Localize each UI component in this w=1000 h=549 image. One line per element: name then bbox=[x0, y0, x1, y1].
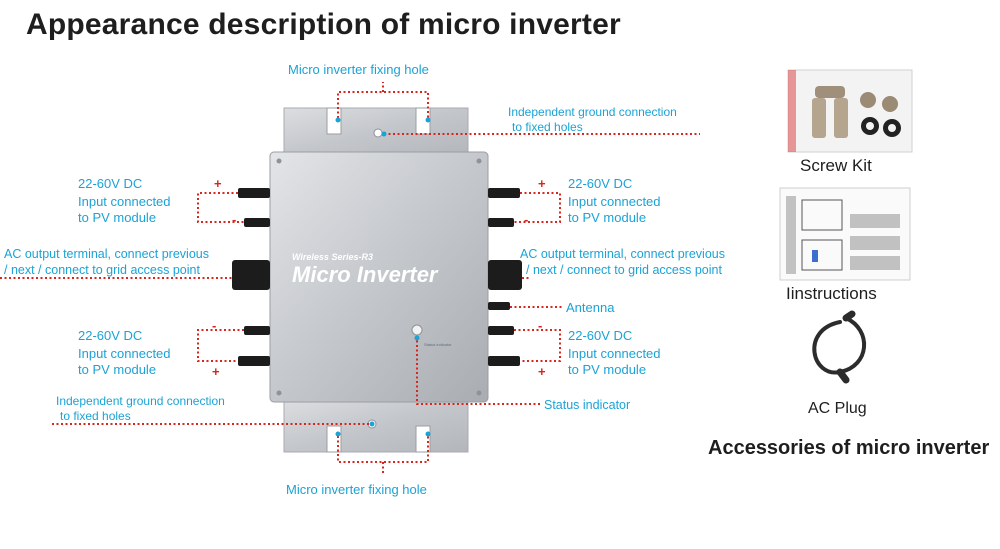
label-dc-tl-3: to PV module bbox=[78, 210, 157, 225]
label-dc-bl-1: 22-60V DC bbox=[78, 328, 143, 343]
label-dc-tl-2: Input connected bbox=[78, 194, 171, 209]
instructions-image bbox=[779, 187, 911, 281]
page-title: Appearance description of micro inverter bbox=[26, 8, 621, 41]
label-ground-bottom-2: to fixed holes bbox=[60, 409, 131, 423]
accessories-heading: Accessories of micro inverter bbox=[708, 437, 990, 459]
sign-plus-br: + bbox=[538, 364, 546, 379]
label-ac-left-2: / next / connect to grid access point bbox=[4, 263, 200, 277]
connectors-right bbox=[488, 188, 522, 366]
label-dc-tr-2: Input connected bbox=[568, 194, 661, 209]
fixing-slot-br bbox=[415, 425, 431, 453]
label-dc-tl-1: 22-60V DC bbox=[78, 176, 143, 191]
label-dc-br-3: to PV module bbox=[568, 362, 647, 377]
device-name: Micro Inverter bbox=[292, 262, 438, 287]
label-ground-bottom-1: Independent ground connection bbox=[56, 394, 225, 408]
sign-minus-tr: - bbox=[524, 212, 529, 227]
sign-minus-tl: - bbox=[232, 212, 237, 227]
fixing-slot-tl bbox=[326, 107, 342, 135]
device-series: Wireless Series-R3 bbox=[292, 252, 373, 262]
label-dc-bl-3: to PV module bbox=[78, 362, 157, 377]
accessory-instructions-label: Iinstructions bbox=[786, 284, 877, 303]
leader-lines bbox=[0, 82, 700, 474]
label-dc-tr-3: to PV module bbox=[568, 210, 647, 225]
ground-hole-top bbox=[373, 128, 383, 138]
label-ground-top-2: to fixed holes bbox=[512, 120, 583, 134]
label-dc-br-1: 22-60V DC bbox=[568, 328, 633, 343]
status-led bbox=[411, 324, 423, 336]
screw-kit-image bbox=[787, 69, 913, 153]
label-ac-right-1: AC output terminal, connect previous bbox=[520, 247, 725, 261]
ac-plug-image bbox=[812, 310, 866, 384]
device-status-text: Status indicator bbox=[424, 342, 452, 347]
label-ac-right-2: / next / connect to grid access point bbox=[526, 263, 722, 277]
sign-plus-bl: + bbox=[212, 364, 220, 379]
fixing-slot-bl bbox=[326, 425, 342, 453]
label-dc-tr-1: 22-60V DC bbox=[568, 176, 633, 191]
label-status-indicator: Status indicator bbox=[544, 398, 631, 412]
accessory-screw-kit-label: Screw Kit bbox=[800, 156, 872, 175]
label-fixing-hole-top: Micro inverter fixing hole bbox=[288, 62, 429, 77]
sign-plus-tl: + bbox=[214, 176, 222, 191]
connectors-left bbox=[232, 188, 270, 366]
label-antenna: Antenna bbox=[566, 300, 615, 315]
label-dc-br-2: Input connected bbox=[568, 346, 661, 361]
label-dc-bl-2: Input connected bbox=[78, 346, 171, 361]
sign-plus-tr: + bbox=[538, 176, 546, 191]
label-fixing-hole-bottom: Micro inverter fixing hole bbox=[286, 482, 427, 497]
sign-minus-br: - bbox=[538, 318, 543, 333]
sign-minus-bl: - bbox=[212, 318, 217, 333]
accessory-ac-plug-label: AC Plug bbox=[808, 400, 867, 417]
label-ground-top-1: Independent ground connection bbox=[508, 105, 677, 119]
label-ac-left-1: AC output terminal, connect previous bbox=[4, 247, 209, 261]
